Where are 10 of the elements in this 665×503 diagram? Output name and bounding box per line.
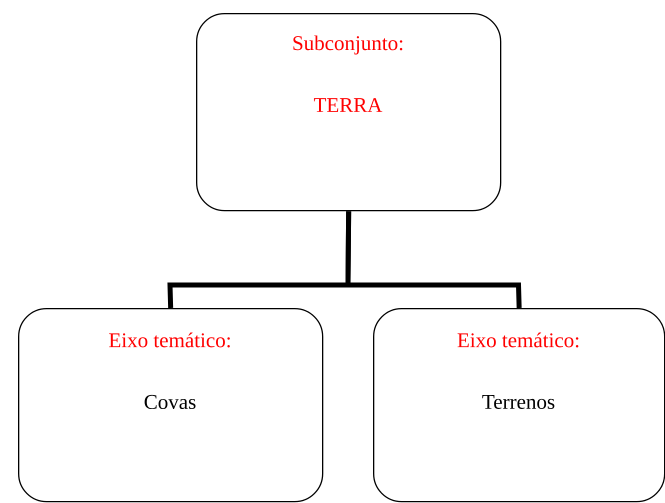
heading-text: Subconjunto: — [293, 35, 402, 55]
body-text: Covas — [144, 394, 196, 410]
body-text: Terrenos — [482, 395, 554, 409]
heading-text: Eixo temático: — [458, 332, 578, 348]
body-text: TERRA — [314, 98, 382, 112]
connector-line — [345, 211, 522, 308]
rounded-box — [18, 308, 324, 502]
rounded-box — [196, 13, 502, 212]
heading-text: Eixo temático: — [109, 332, 230, 348]
rounded-box — [373, 308, 665, 502]
